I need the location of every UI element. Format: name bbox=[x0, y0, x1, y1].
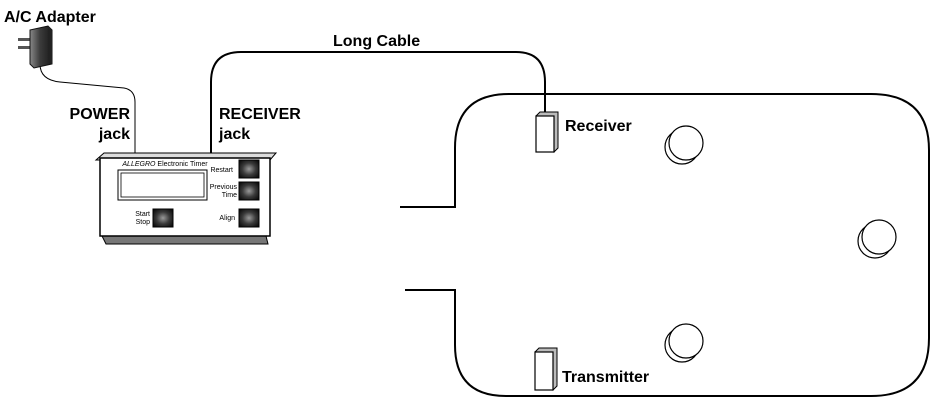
ac-adapter-icon bbox=[18, 25, 53, 69]
start-label-line2: Stop bbox=[136, 219, 151, 226]
long-cable bbox=[210, 51, 546, 160]
timer-device-icon: ALLEGRO Electronic Timer Restart Previou… bbox=[94, 152, 278, 245]
track-outline bbox=[400, 93, 930, 397]
receiver-jack-label-line2: jack bbox=[218, 126, 250, 143]
power-jack-label-line2: jack bbox=[98, 126, 130, 143]
pylon-bottom bbox=[664, 323, 704, 363]
align-button[interactable] bbox=[238, 208, 260, 228]
long-cable-label: Long Cable bbox=[333, 33, 420, 50]
track-right-edge bbox=[870, 150, 930, 397]
cables bbox=[39, 51, 546, 160]
transmitter-label: Transmitter bbox=[562, 369, 649, 386]
track-top-edge bbox=[400, 93, 930, 208]
timer-brand: ALLEGRO Electronic Timer bbox=[121, 161, 208, 168]
start-label-line1: Start bbox=[135, 211, 150, 218]
power-cord bbox=[39, 63, 136, 158]
previous-time-button[interactable] bbox=[238, 181, 260, 201]
timer-display bbox=[117, 169, 208, 201]
previous-label-line1: Previous bbox=[210, 184, 238, 191]
previous-label-line2: Time bbox=[222, 192, 237, 199]
restart-label: Restart bbox=[210, 167, 233, 174]
receiver-sensor-icon bbox=[535, 111, 559, 153]
pylon-top bbox=[664, 125, 704, 165]
adapter-label: A/C Adapter bbox=[4, 9, 96, 26]
transmitter-sensor-icon bbox=[534, 347, 558, 391]
pylon-circle-icon bbox=[664, 125, 897, 363]
restart-button[interactable] bbox=[238, 159, 260, 179]
pylon-right bbox=[857, 219, 897, 259]
receiver-label: Receiver bbox=[565, 118, 632, 135]
power-jack-label-line1: POWER bbox=[70, 106, 131, 123]
track-bottom-edge bbox=[405, 289, 871, 397]
start-stop-button[interactable] bbox=[152, 208, 174, 228]
receiver-jack-label-line1: RECEIVER bbox=[219, 106, 301, 123]
align-label: Align bbox=[219, 215, 235, 222]
